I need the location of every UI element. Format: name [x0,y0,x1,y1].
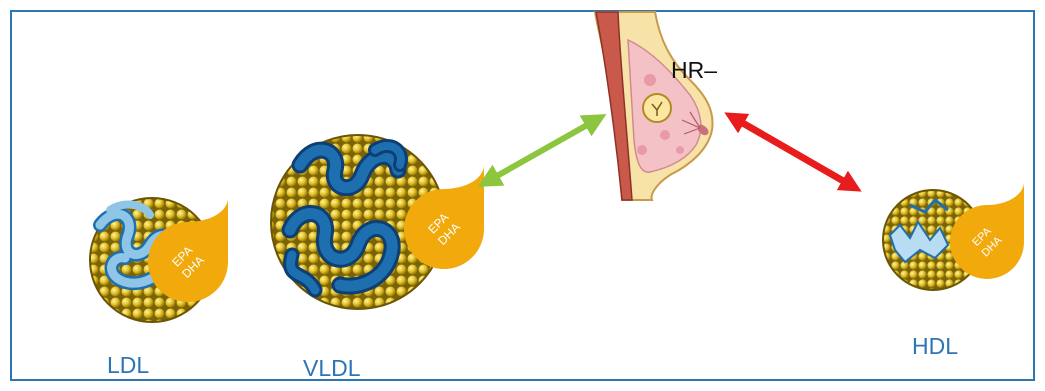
vldl-label: VLDL [303,355,361,382]
breast-illustration [595,12,713,200]
hr-negative-label: HR– [671,57,717,84]
hdl-label: HDL [912,333,958,360]
ldl-label: LDL [107,352,149,379]
red-arrow [734,118,852,186]
green-arrow [488,120,596,181]
